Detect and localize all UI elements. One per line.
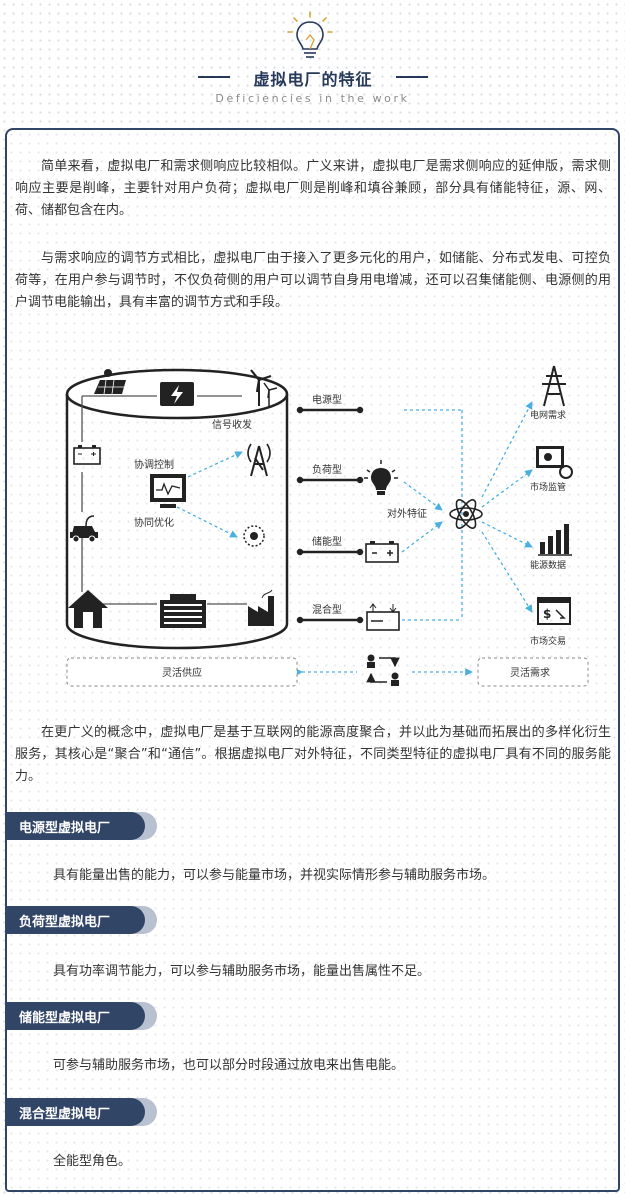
gear-network-icon [243, 525, 265, 547]
intro-paragraph-1: 简单来看，虚拟电厂和需求侧响应比较相似。广义来讲，虚拟电厂是需求侧响应的延伸版，… [15, 159, 611, 218]
battery-icon [73, 445, 101, 465]
type-label-storage: 储能型 [312, 535, 342, 548]
type-label-power: 电源型 [312, 393, 342, 406]
type-label-load: 负荷型 [312, 463, 342, 476]
demand-box [477, 657, 589, 687]
page-subtitle: Deficiencies in the work [215, 92, 410, 105]
section-title-power: 电源型虚拟电厂 [19, 821, 111, 836]
wind-turbine-icon [250, 369, 278, 406]
type-label-hybrid: 混合型 [312, 603, 342, 616]
supply-box [66, 657, 298, 687]
hybrid-device-icon [366, 603, 400, 631]
signal-tower-icon [247, 443, 271, 477]
title-row: 虚拟电厂的特征 [0, 66, 625, 89]
output-label-trading: 市场交易 [530, 635, 566, 647]
solar-panel-icon [94, 369, 126, 395]
section-title-hybrid: 混合型虚拟电厂 [19, 1107, 111, 1122]
output-label-data: 能源数据 [530, 559, 566, 571]
atom-icon [449, 499, 483, 529]
section-header-hybrid: 混合型虚拟电厂 [7, 1098, 157, 1126]
title-decor-line-left [198, 76, 230, 78]
vpp-diagram: 信号收发 协调控制 协同优化 电源型 负荷型 储能型 混合型 [65, 365, 589, 687]
power-tower-icon [542, 365, 566, 407]
exchange-users-icon [366, 654, 400, 686]
section-header-load: 负荷型虚拟电厂 [7, 906, 157, 934]
section-text-power: 具有能量出售的能力，可以参与能量市场，并视实际情形参与辅助服务市场。 [53, 868, 496, 883]
market-supervision-icon [536, 446, 573, 479]
bar-chart-icon [538, 524, 572, 556]
electric-car-icon [70, 515, 98, 543]
output-label-supervision: 市场监管 [530, 481, 566, 493]
section-text-storage: 可参与辅助服务市场，也可以部分时段通过放电来出售电能。 [53, 1058, 405, 1073]
section-title-load: 负荷型虚拟电厂 [19, 915, 111, 930]
section-header-power: 电源型虚拟电厂 [7, 812, 157, 840]
page-header: 虚拟电厂的特征 Deficiencies in the work [0, 0, 625, 130]
house-icon [68, 590, 108, 628]
intro-paragraph-3: 在更广义的概念中，虚拟电厂是基于互联网的能源高度聚合，并以此为基础而拓展出的多样… [15, 725, 611, 784]
content-card: 简单来看，虚拟电厂和需求侧响应比较相似。广义来讲，虚拟电厂是需求侧响应的延伸版，… [5, 128, 620, 1192]
section-text-load: 具有功率调节能力，可以参与辅助服务市场，能量出售属性不足。 [53, 964, 431, 979]
label-supply: 灵活供应 [162, 666, 202, 679]
section-pill [7, 906, 145, 934]
section-pill [7, 1002, 145, 1030]
output-label-grid: 电网需求 [530, 409, 566, 421]
page-title: 虚拟电厂的特征 [253, 70, 373, 89]
trading-screen-icon: $ [537, 597, 571, 625]
label-signal: 信号收发 [212, 418, 252, 431]
label-demand: 灵活需求 [510, 667, 550, 679]
intro-paragraph-2: 与需求响应的调节方式相比，虚拟电厂由于接入了更多元化的用户，如储能、分布式发电、… [15, 251, 611, 310]
label-coord-control: 协调控制 [134, 458, 174, 471]
office-building-icon [160, 594, 206, 628]
section-title-storage: 储能型虚拟电厂 [19, 1011, 111, 1026]
label-coord-opt: 协同优化 [134, 516, 174, 529]
battery-charging-icon [160, 382, 194, 406]
section-text-hybrid: 全能型角色。 [53, 1154, 132, 1169]
load-bulb-icon [364, 460, 398, 495]
type-connectors [296, 406, 364, 624]
monitor-control-icon [150, 474, 186, 508]
lightbulb-icon [287, 11, 333, 58]
section-pill [7, 812, 145, 840]
section-header-storage: 储能型虚拟电厂 [7, 1002, 157, 1030]
title-decor-line-right [396, 76, 428, 78]
factory-icon [248, 589, 274, 626]
dollar-icon: $ [543, 607, 551, 621]
storage-battery-icon [365, 541, 399, 563]
label-external: 对外特征 [387, 507, 427, 520]
section-pill [7, 1098, 145, 1126]
